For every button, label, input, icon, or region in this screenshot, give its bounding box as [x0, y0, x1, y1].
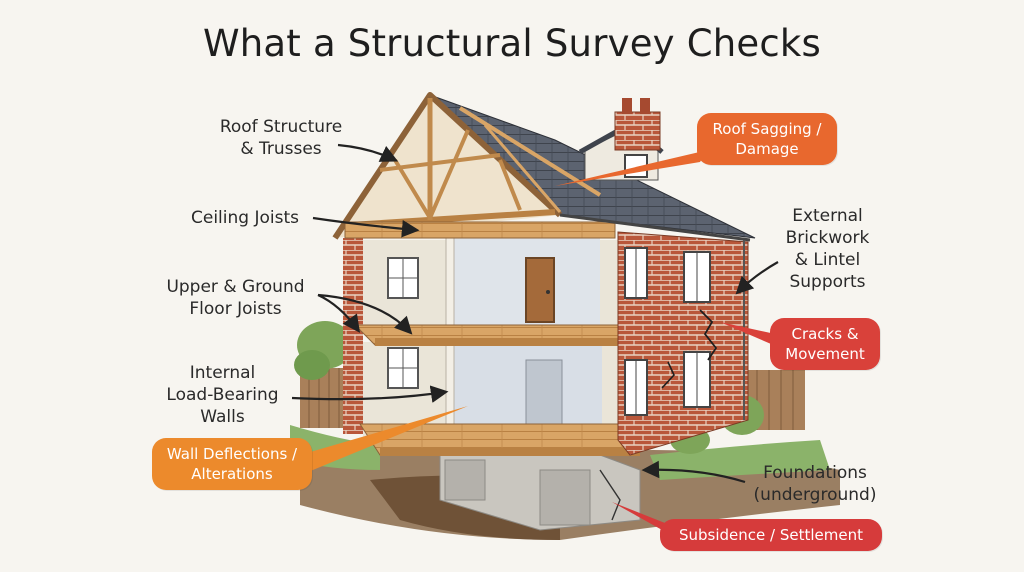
brick-facade	[617, 231, 749, 456]
arrow-ceiling-joists	[312, 216, 420, 238]
label-internal-walls: Internal Load-Bearing Walls	[166, 363, 279, 427]
callout-arrows	[291, 143, 779, 484]
arrow-roof-structure	[337, 143, 399, 162]
issue-roof-sagging: Roof Sagging / Damage	[697, 113, 837, 165]
arrow-floor-joists-1	[317, 293, 361, 333]
issue-subsidence: Subsidence / Settlement	[660, 519, 882, 551]
page-title: What a Structural Survey Checks	[202, 22, 822, 65]
label-roof-structure: Roof Structure & Trusses	[219, 117, 343, 159]
arrow-external-brickwork	[735, 261, 779, 295]
arrow-internal-walls	[291, 385, 449, 403]
issue-wall-deflections: Wall Deflections / Alterations	[152, 438, 312, 490]
roof	[332, 92, 756, 420]
fence-left	[294, 321, 353, 428]
label-foundations: Foundations (underground)	[753, 463, 877, 505]
arrow-floor-joists-2	[317, 293, 413, 335]
label-ceiling-joists: Ceiling Joists	[191, 208, 299, 228]
issue-cracks-movement: Cracks & Movement	[770, 318, 880, 370]
arrow-foundations	[641, 460, 746, 484]
label-external-brickwork: External Brickwork & Lintel Supports	[785, 206, 870, 292]
label-floor-joists: Upper & Ground Floor Joists	[166, 277, 305, 319]
foundations-blocks	[439, 454, 641, 531]
left-brick-wall	[343, 238, 363, 434]
floor-joists	[353, 324, 642, 456]
